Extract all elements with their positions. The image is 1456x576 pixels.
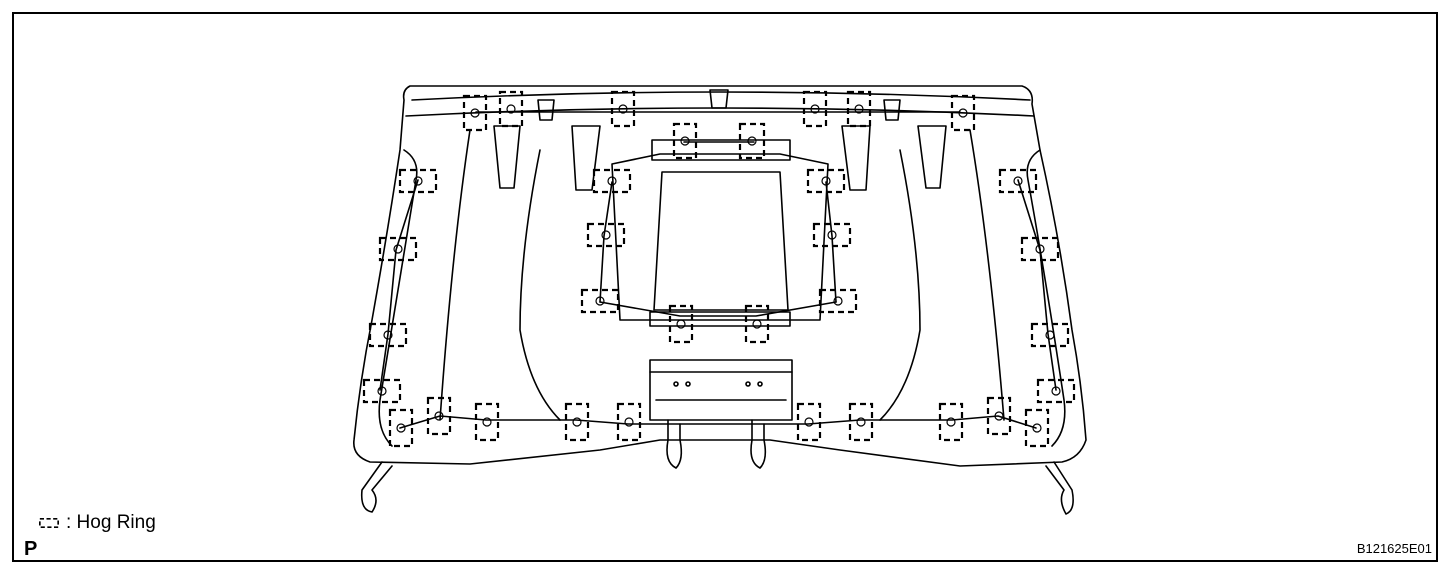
hog-ring-marker (462, 94, 488, 132)
hog-ring-marker (388, 408, 414, 448)
seatback-outline (353, 85, 1087, 467)
left-mid-contour (519, 149, 561, 421)
hook-left-center (666, 419, 683, 469)
hog-ring-marker (592, 168, 632, 194)
left-side-contour (378, 149, 418, 447)
lower-bracket-box (649, 359, 793, 421)
wire-center-right (825, 181, 837, 303)
hog-ring-marker (998, 168, 1038, 194)
hog-ring-marker (378, 236, 418, 262)
wire-bottom (399, 415, 1037, 429)
hog-ring-marker (610, 90, 636, 128)
hog-ring-marker (848, 402, 874, 442)
hog-ring-marker (616, 402, 642, 442)
hog-ring-bracket-symbol (39, 518, 59, 528)
bracket-right-outer (917, 125, 947, 189)
hog-ring-marker (580, 288, 620, 314)
hog-ring-marker (586, 222, 626, 248)
center-panel (653, 171, 789, 311)
hog-ring-marker (398, 168, 438, 194)
hog-ring-marker (1030, 322, 1070, 348)
wire-left-outer (360, 461, 393, 513)
wire-right-column (1017, 179, 1057, 391)
hog-ring-marker (474, 402, 500, 442)
top-edge-inner (411, 91, 1031, 101)
clip-right (883, 99, 901, 121)
wire-center-mid (599, 301, 837, 317)
hog-ring-marker (738, 122, 766, 160)
bracket-left-inner (571, 125, 601, 191)
legend: : Hog Ring (36, 512, 156, 534)
hog-ring-marker (744, 304, 770, 344)
hook-right-center (750, 419, 767, 469)
reference-code: B121625E01 (1356, 541, 1432, 556)
right-inner-contour (969, 129, 1005, 421)
right-side-contour (1026, 149, 1066, 447)
hog-ring-marker (812, 222, 852, 248)
hog-ring-marker (986, 396, 1012, 436)
page-letter: P (24, 538, 38, 560)
hog-ring-marker (802, 90, 828, 128)
right-mid-contour (879, 149, 921, 421)
clip-left (537, 99, 555, 121)
hog-ring-marker (426, 396, 452, 436)
wire-left-column (379, 179, 419, 391)
hog-ring-marker (498, 90, 524, 128)
hog-ring-marker (1020, 236, 1060, 262)
wire-center-left (599, 181, 613, 303)
center-top-bar (651, 139, 791, 161)
bracket-left-outer (493, 125, 521, 189)
hog-ring-marker (1024, 408, 1050, 448)
center-bottom-bar (649, 311, 791, 327)
center-opening (611, 153, 829, 321)
hog-ring-marker (806, 168, 846, 194)
hog-ring-marker (938, 402, 964, 442)
hog-ring-marker (672, 122, 698, 160)
hog-ring-marker (818, 288, 858, 314)
hog-ring-marker (950, 94, 976, 132)
hog-ring-marker (668, 304, 694, 344)
legend-label: : Hog Ring (66, 512, 156, 533)
hog-ring-marker (362, 378, 402, 404)
left-inner-contour (439, 129, 471, 421)
hog-ring-marker (368, 322, 408, 348)
bracket-right-inner (841, 125, 871, 191)
figure-frame (12, 12, 1438, 562)
hog-ring-marker (796, 402, 822, 442)
clip-center (709, 89, 729, 109)
hog-ring-marker (564, 402, 590, 442)
hog-ring-marker (1036, 378, 1076, 404)
wire-right-outer (1045, 461, 1074, 515)
hog-ring-marker (846, 90, 872, 128)
